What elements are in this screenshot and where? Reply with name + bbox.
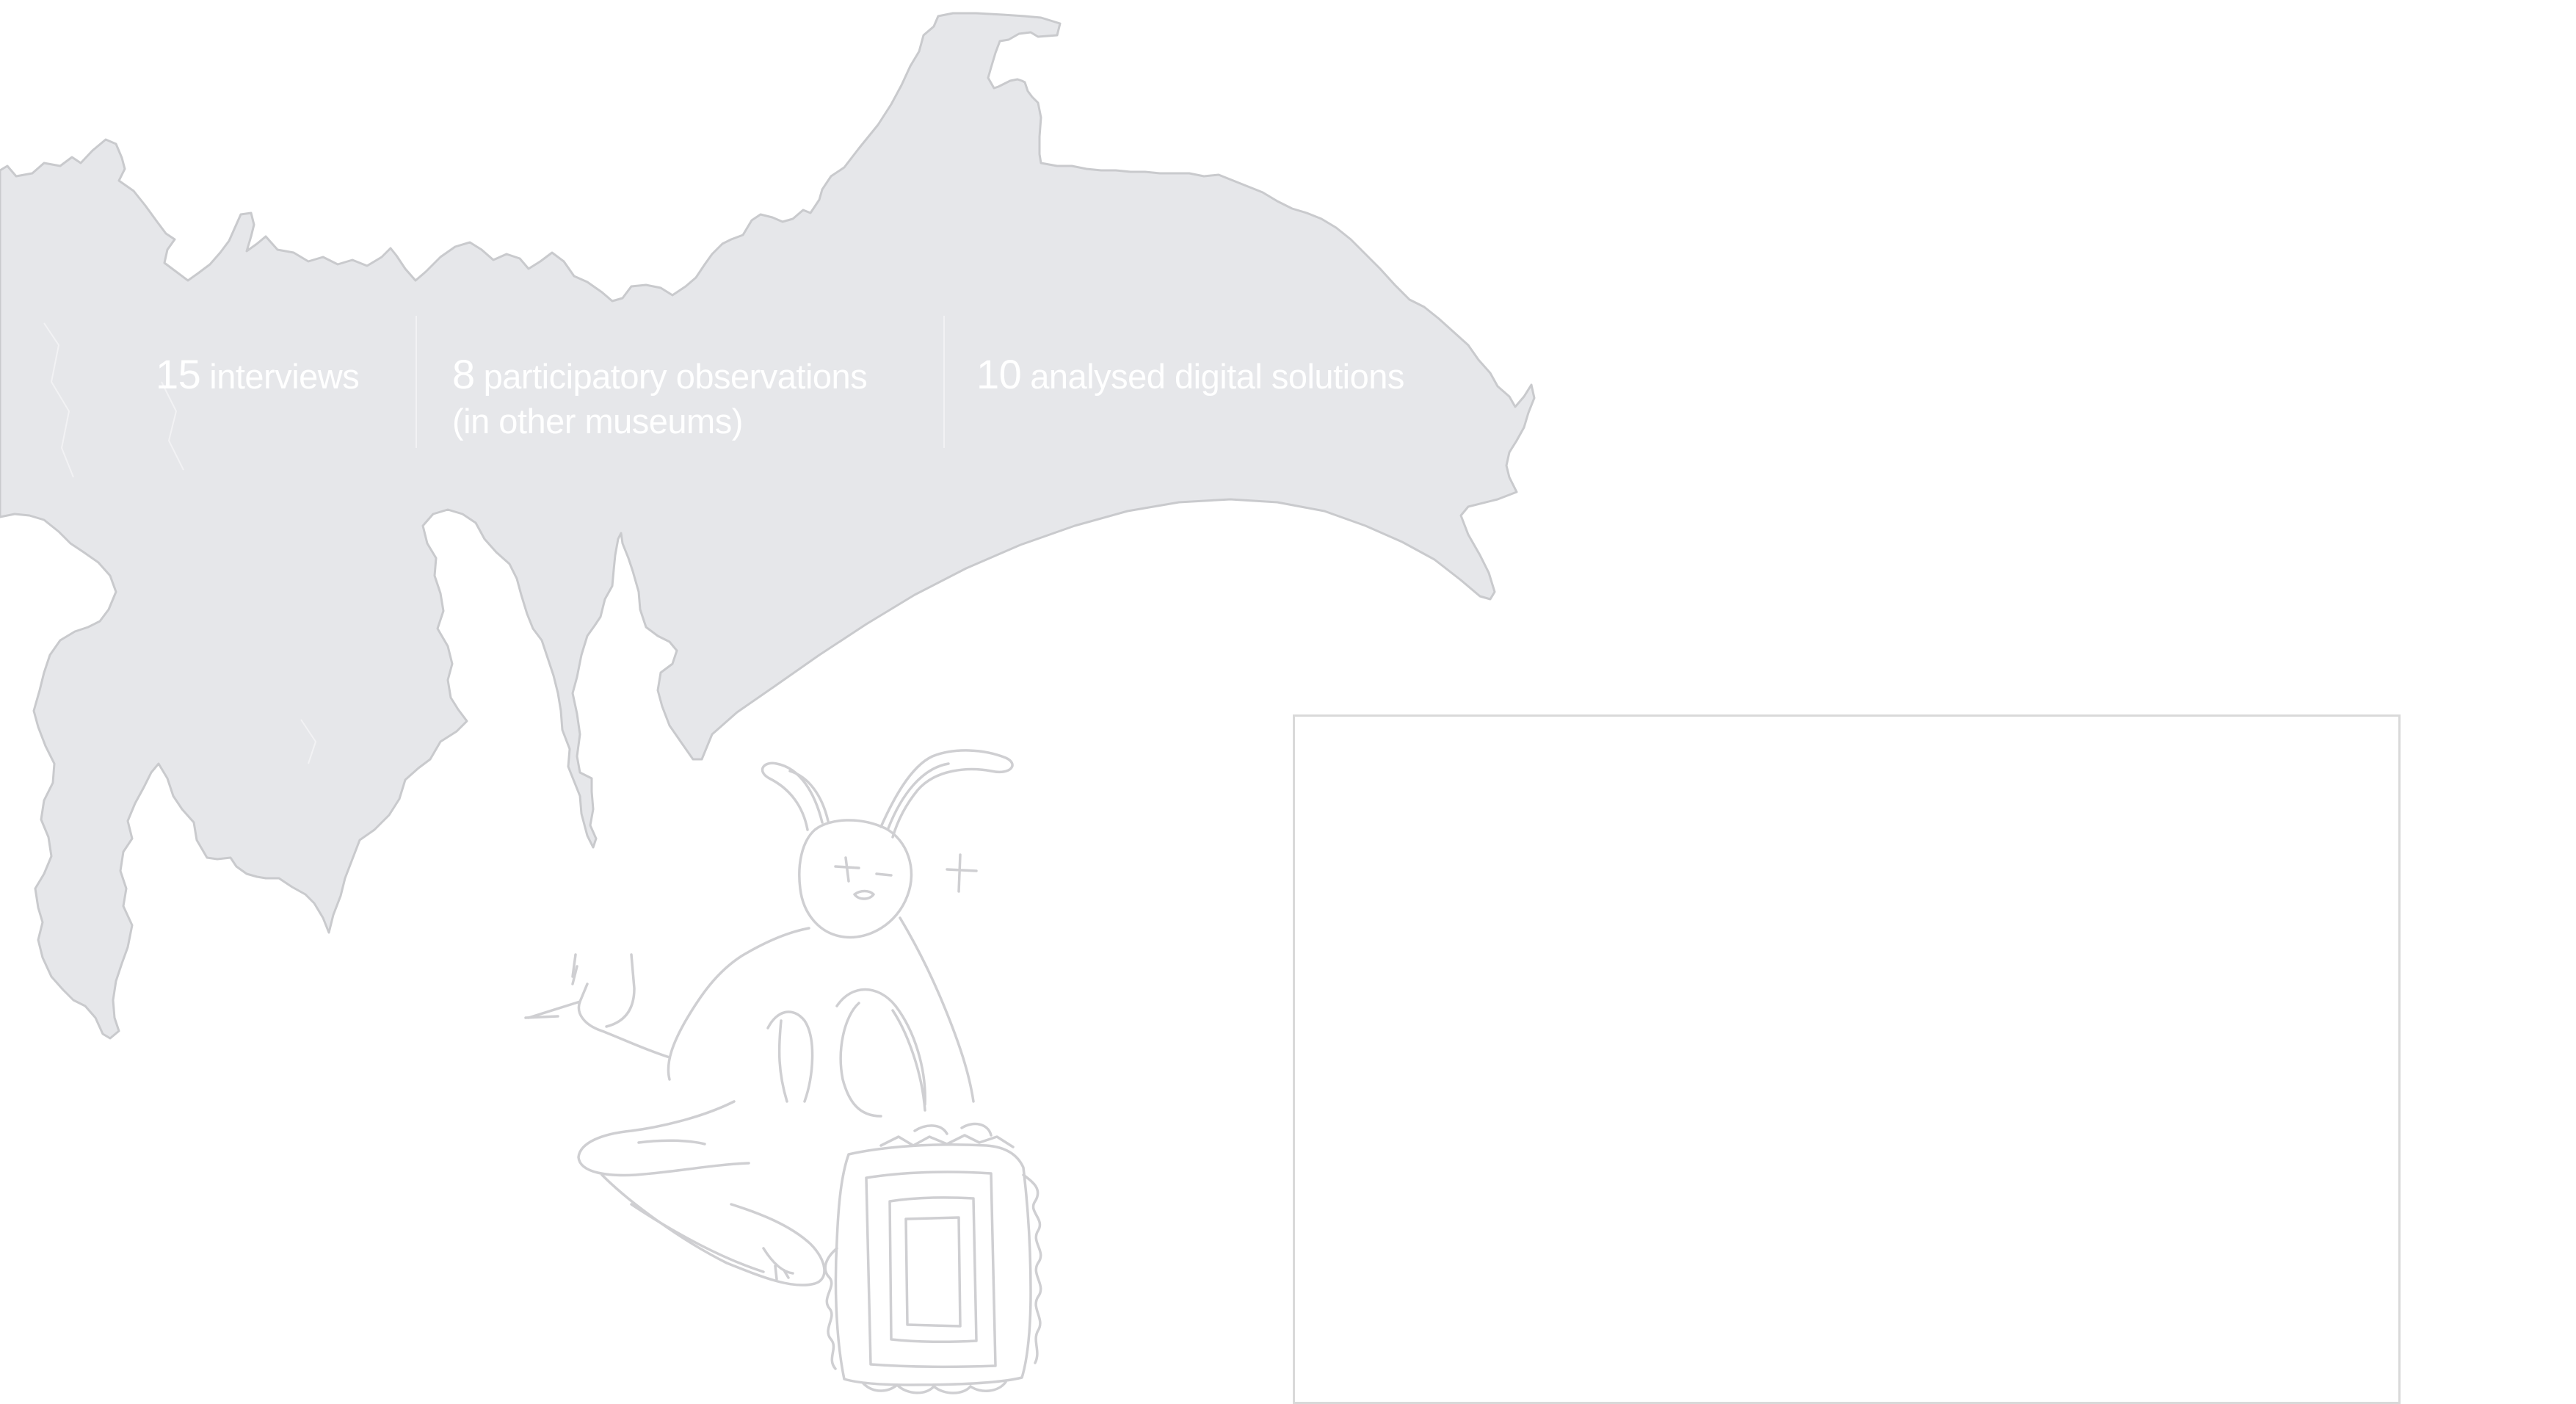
stat-digital-solutions-value: 10 [976,351,1022,397]
stat-observations-label-line2: (in other museums) [452,402,743,441]
stat-divider-2 [943,316,945,448]
blob-inner-edge [43,322,317,764]
stat-interviews-value: 15 [156,351,201,397]
stat-interviews-label: interviews [209,357,360,396]
stat-observations-value: 8 [452,351,475,397]
stat-observations-label: participatory observations [483,357,868,396]
gray-blob-shape [0,12,1536,1040]
rabbit-sketch [524,749,1042,1394]
stat-digital-solutions-label: analysed digital solutions [1030,357,1404,396]
stat-divider-1 [416,316,417,448]
empty-content-panel [1293,714,2401,1404]
